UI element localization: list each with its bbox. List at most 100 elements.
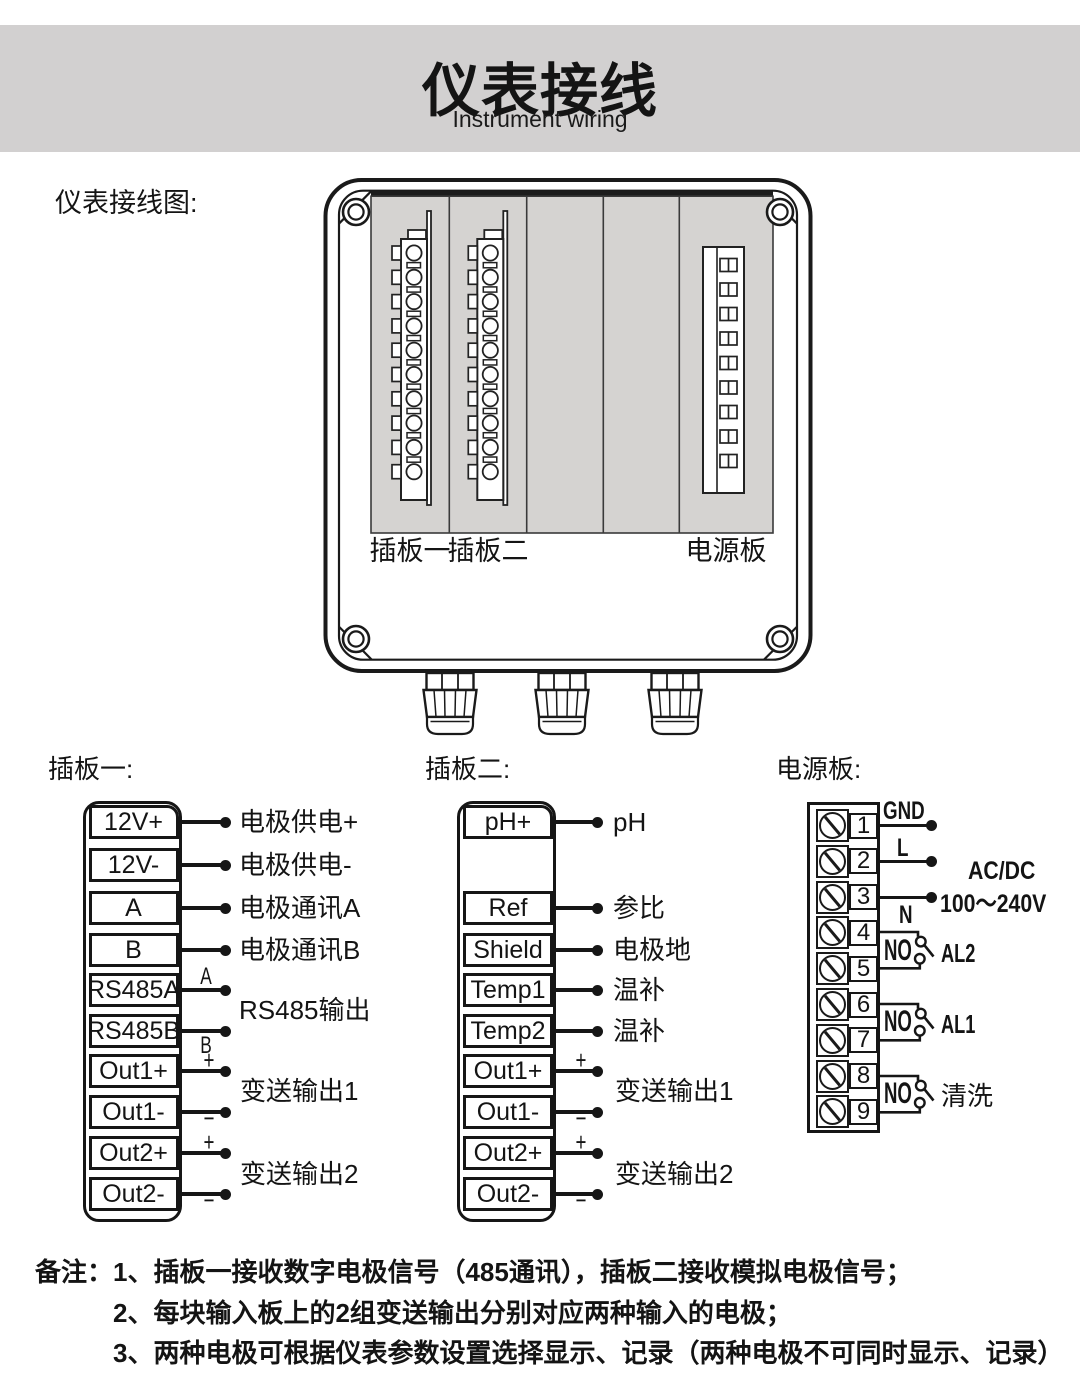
plug1-terminal-out2m: Out2- (88, 1177, 179, 1211)
power-gnd-label: GND (883, 797, 925, 825)
plug1-terminal-12vm: 12V- (88, 848, 179, 882)
plug2-label-1: pH (613, 807, 647, 837)
power-terminal-2: 2 (849, 847, 878, 875)
plug1-dot-7 (219, 1065, 231, 1077)
power-terminal-9: 9 (849, 1098, 878, 1125)
plug2-dot-8 (591, 1147, 603, 1159)
relay-no-label-3: NO (884, 1077, 912, 1111)
power-dot-1 (925, 820, 937, 831)
plug1-wire-3 (179, 906, 225, 910)
plug2-wire-8 (553, 1151, 597, 1155)
power-screw-2 (819, 847, 846, 875)
power-terminal-5: 5 (849, 955, 878, 982)
power-wire-1 (880, 823, 931, 828)
plug2-dot-2 (591, 902, 603, 914)
note-item-1: 1、插板一接收数字电极信号（485通讯），插板二接收模拟电极信号； (113, 1257, 912, 1287)
power-dot-3 (925, 891, 937, 903)
plug1-wire-7 (179, 1069, 225, 1073)
page-title: 仪表接线 (421, 59, 658, 124)
diagram-label: 仪表接线图: (55, 188, 198, 218)
power-terminal-7: 7 (849, 1026, 878, 1054)
plug1-terminal-rs485a: RS485A (87, 973, 180, 1007)
page-subtitle: Instrument wiring (452, 106, 628, 132)
plug2-dot-4 (591, 984, 603, 996)
power-screw-4 (819, 919, 846, 947)
plug1-out1-plus: + (203, 1045, 215, 1075)
plug1-label-3: 电极通讯A (239, 893, 361, 923)
plug2-out1-plus: + (575, 1045, 587, 1075)
plug2-terminal-out1m: Out1- (463, 1095, 553, 1129)
plug1-out2-label: 变送输出2 (240, 1159, 359, 1189)
power-line-label: L (897, 834, 909, 862)
plug2-wire-2 (553, 906, 597, 910)
plug2-dot-7 (591, 1106, 603, 1118)
relay-no-label-1: NO (884, 933, 912, 967)
plug1-terminal-rs485b: RS485B (87, 1014, 180, 1048)
notes-prefix: 备注： (35, 1257, 114, 1287)
device-slot1-label: 插板一 (369, 536, 451, 566)
plug2-out2-minus: − (575, 1185, 587, 1215)
plug2-terminal-php: pH+ (463, 805, 553, 839)
plug1-heading: 插板一: (48, 754, 134, 784)
plug2-terminal-out2m: Out2- (463, 1177, 553, 1211)
power-neutral-label: N (899, 901, 913, 929)
note-item-2: 2、每块输入板上的2组变送输出分别对应两种输入的电极； (113, 1297, 792, 1328)
power-screw-1 (819, 812, 846, 839)
plug2-terminal-out2p: Out2+ (463, 1136, 553, 1170)
plug2-terminal-out1p: Out1+ (463, 1054, 553, 1088)
plug1-terminal-out1p: Out1+ (88, 1054, 179, 1088)
plug1-out1-label: 变送输出1 (240, 1076, 359, 1106)
plug2-out2-plus: + (575, 1127, 587, 1157)
plug1-wire-8 (179, 1110, 225, 1114)
device-enclosure-drawing (323, 178, 813, 736)
plug1-wire-5 (179, 988, 225, 992)
power-terminal-6: 6 (849, 991, 878, 1018)
plug1-terminal-out2p: Out2+ (88, 1136, 179, 1170)
power-wire-3 (880, 895, 931, 899)
plug1-wire-4 (179, 948, 225, 952)
plug1-label-4: 电极通讯B (239, 935, 361, 965)
power-terminal-1: 1 (849, 812, 878, 839)
power-terminal-3: 3 (849, 883, 878, 911)
plug1-out1-minus: − (203, 1103, 215, 1133)
plug1-dot-6 (219, 1025, 231, 1037)
plug2-heading: 插板二: (425, 754, 511, 784)
relay-symbol-al1 (880, 1002, 935, 1042)
plug2-wire-7 (553, 1110, 597, 1114)
plug1-dot-5 (219, 984, 231, 996)
power-dot-2 (925, 855, 937, 867)
power-acdc-label: AC/DC (968, 857, 1036, 885)
device-power-label: 电源板 (685, 536, 767, 566)
power-wire-2 (880, 859, 931, 863)
plug1-wire-1 (179, 820, 225, 824)
relay-group-label-2: AL1 (941, 1009, 976, 1040)
relay-symbol-wash (880, 1074, 935, 1114)
plug2-out1-label: 变送输出1 (615, 1076, 734, 1106)
plug1-dot-9 (219, 1147, 231, 1159)
plug1-terminal-b: B (88, 933, 179, 967)
plug1-wire-6 (179, 1029, 225, 1033)
relay-group-label-3: 清洗 (941, 1081, 994, 1112)
plug2-wire-6 (553, 1069, 597, 1073)
plug1-terminal-12vp: 12V+ (88, 805, 179, 839)
plug2-dot-6 (591, 1065, 603, 1077)
plug2-terminal-temp1: Temp1 (463, 973, 553, 1007)
title-band (0, 25, 1080, 152)
plug2-dot-9 (591, 1188, 603, 1200)
power-screw-6 (819, 991, 846, 1018)
plug1-terminal-a: A (88, 891, 179, 925)
plug1-dot-10 (219, 1188, 231, 1200)
device-slot2-label: 插板二 (447, 536, 529, 566)
plug2-label-5: 温补 (613, 1016, 666, 1046)
plug2-label-4: 温补 (613, 975, 666, 1005)
plug1-label-1: 电极供电+ (239, 807, 359, 837)
note-item-3: 3、两种电极可根据仪表参数设置选择显示、记录（两种电极不可同时显示、记录） (113, 1337, 1064, 1368)
plug1-wire-2 (179, 863, 225, 867)
plug1-dot-1 (219, 816, 231, 828)
relay-no-label-2: NO (884, 1005, 912, 1039)
plug2-terminal-ref: Ref (463, 891, 553, 925)
plug2-dot-3 (591, 944, 603, 956)
plug2-terminal-temp2: Temp2 (463, 1014, 553, 1048)
plug2-dot-1 (591, 816, 603, 828)
